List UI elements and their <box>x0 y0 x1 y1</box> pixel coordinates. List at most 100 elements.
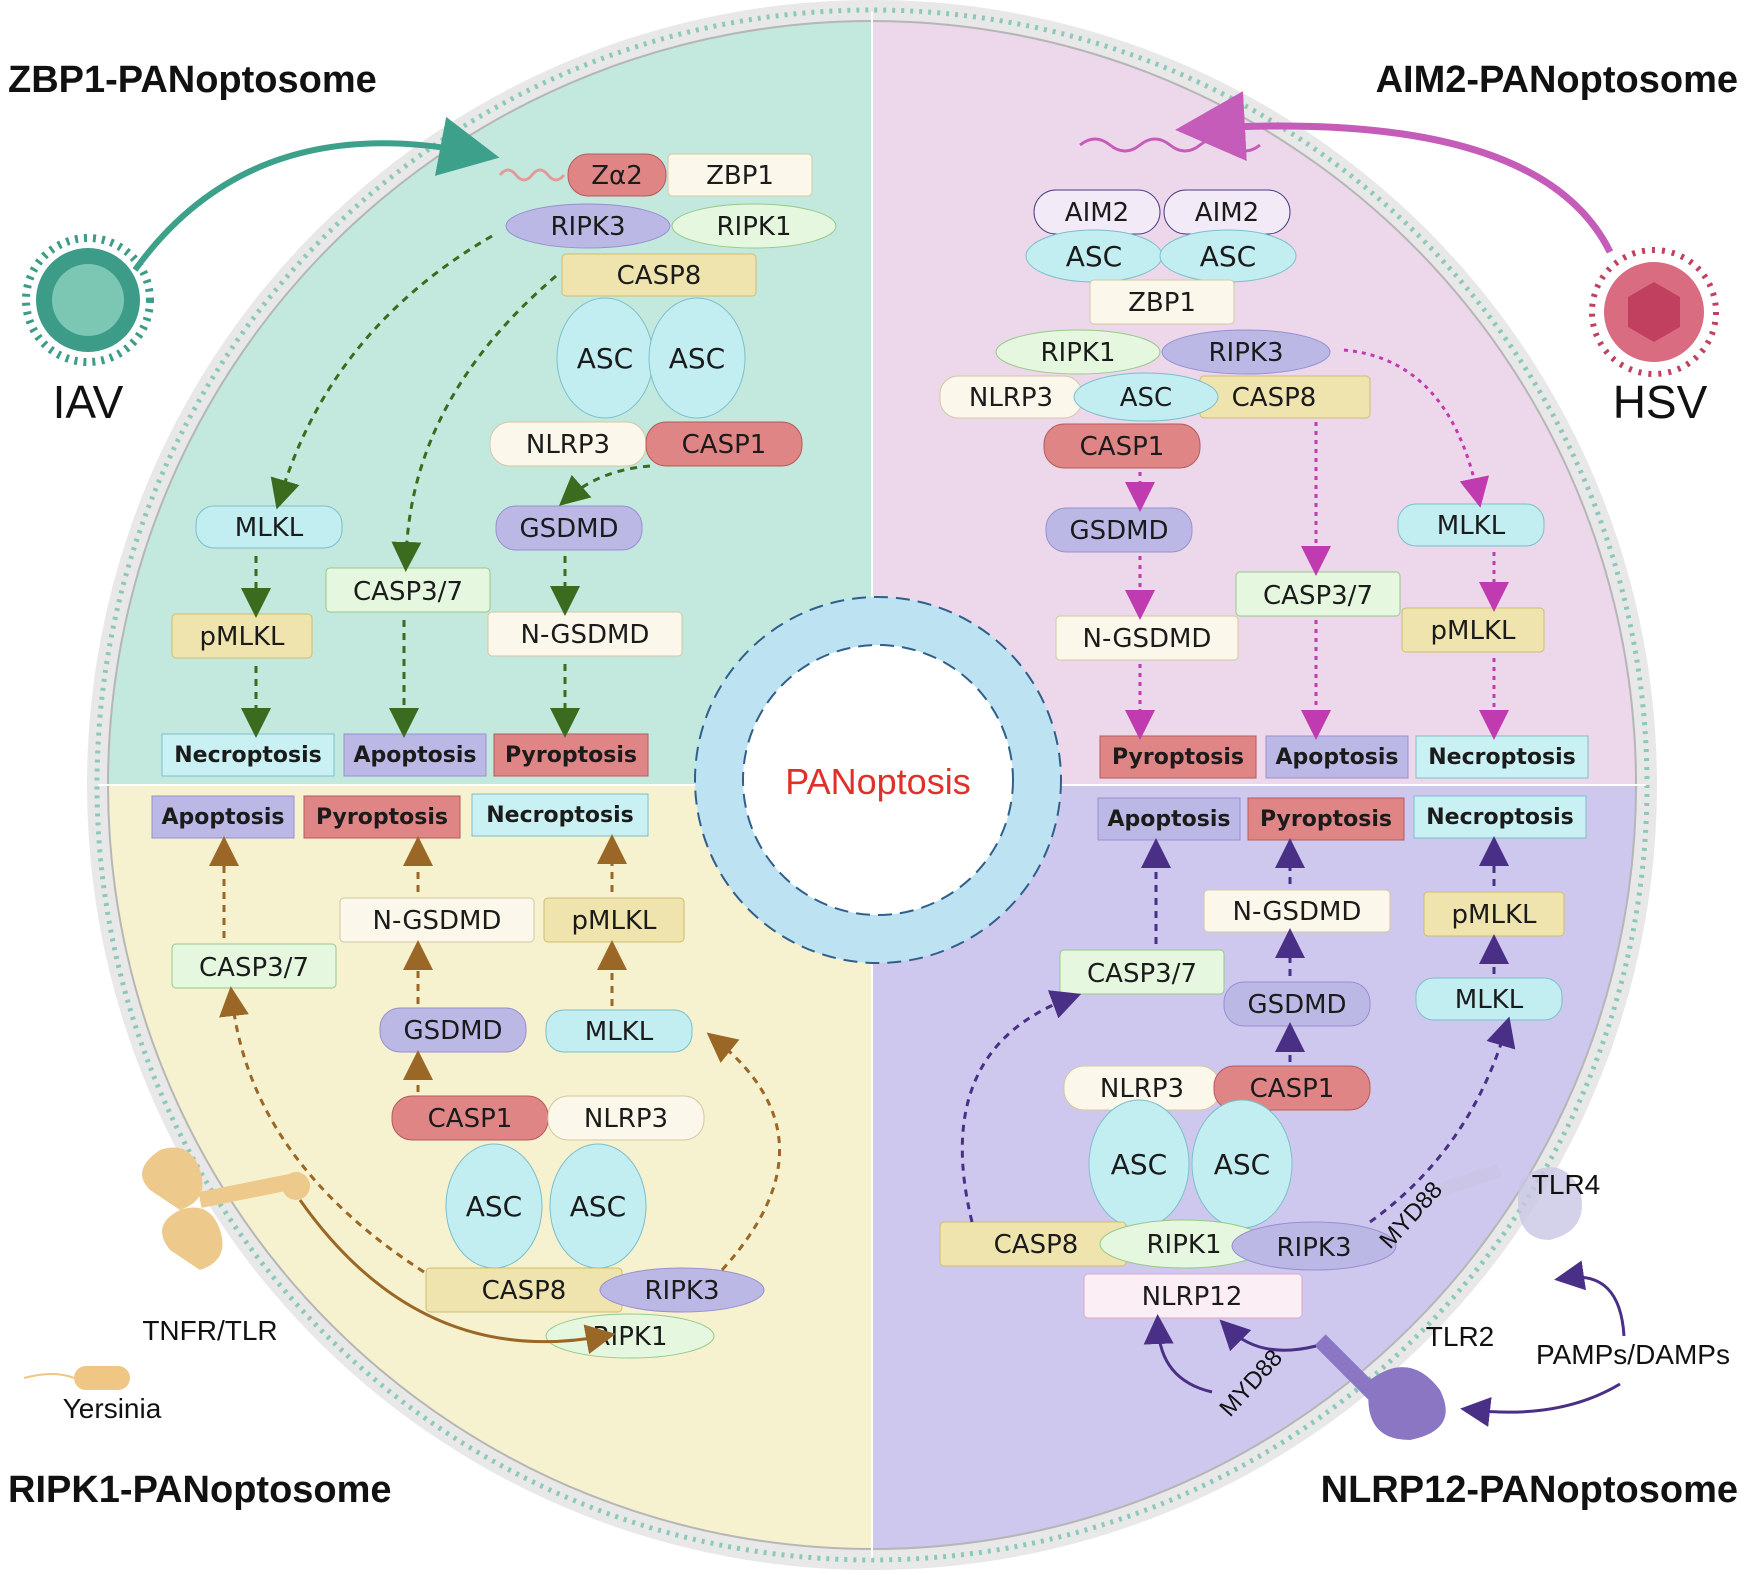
aim2-zbp1-node <box>1089 279 1235 325</box>
ripk1-paths: N-GSDMD pMLKL CASP3/7 GSDMD MLKL <box>171 897 693 1053</box>
ripk1-ngsdmd-node <box>339 897 535 943</box>
pamps-damps-label: PAMPs/DAMPs <box>1536 1339 1730 1370</box>
ripk1-asc-label-2: ASC <box>570 1190 626 1223</box>
za2-node <box>567 153 667 197</box>
aim2-ripk1-node <box>995 329 1161 375</box>
aim2-paths: GSDMD N-GSDMD CASP3/7 MLKL pMLKL Pyropto… <box>1045 503 1589 779</box>
ripk1-casp37-label: CASP3/7 <box>199 953 309 983</box>
zbp1-ngsdmd-node <box>487 611 683 657</box>
aim2-asc-label-1: ASC <box>1066 240 1122 273</box>
zbp1-node <box>667 153 813 197</box>
ripk1-pyroptosis-label: Pyroptosis <box>316 805 448 830</box>
zbp1-necroptosis-box <box>161 733 335 777</box>
aim2-necroptosis-label: Necroptosis <box>1428 745 1575 770</box>
nlrp12-ripk3-node <box>1231 1221 1397 1271</box>
aim2-gsdmd-node <box>1045 507 1193 553</box>
nlrp12-pyroptosis-box <box>1247 797 1405 841</box>
casp1-node <box>645 421 803 467</box>
iav-label: IAV <box>53 376 124 428</box>
aim2-apoptosis-box <box>1265 735 1409 779</box>
tlr4-label: TLR4 <box>1532 1169 1600 1200</box>
hsv-label: HSV <box>1613 376 1708 428</box>
asc-label-1: ASC <box>577 342 633 375</box>
iav-entry-arrow <box>132 116 500 272</box>
tlr2-receptor-icon <box>1314 1334 1446 1440</box>
ripk1-arrows <box>209 834 781 1274</box>
nlrp12-title: NLRP12-PANoptosome <box>1321 1469 1738 1511</box>
aim2-asc-label-2: ASC <box>1200 240 1256 273</box>
ripk1-necroptosis-box <box>471 793 649 837</box>
nlrp12-outcomes: Apoptosis Pyroptosis Necroptosis <box>1097 795 1587 841</box>
rna-icon <box>498 168 566 182</box>
nlrp12-ripk1-label: RIPK1 <box>1146 1230 1221 1260</box>
nlrp12-nlrp3-label: NLRP3 <box>1100 1074 1184 1104</box>
ripk1-mlkl-label: MLKL <box>585 1017 654 1047</box>
ripk1-apoptosis-label: Apoptosis <box>162 805 285 830</box>
zbp1-mlkl-label: MLKL <box>235 513 304 543</box>
aim2-pyroptosis-box <box>1099 735 1257 779</box>
nlrp12-arrows <box>960 836 1516 1224</box>
aim2-title: AIM2-PANoptosome <box>1376 59 1738 101</box>
center-label: PANoptosis <box>785 761 970 802</box>
nlrp12-casp37-node <box>1059 949 1225 995</box>
ripk1-nlrp3-label: NLRP3 <box>584 1104 668 1134</box>
nlrp3-label: NLRP3 <box>526 430 610 460</box>
nlrp12-asc-label-1: ASC <box>1111 1148 1167 1181</box>
tnfr-tlr-receptor-icon <box>142 1147 310 1270</box>
zbp1-apoptosis-label: Apoptosis <box>354 743 477 768</box>
ripk1-necroptosis-label: Necroptosis <box>486 803 633 828</box>
zbp1-complex: Zα2 ZBP1 RIPK3 RIPK1 CASP8 ASC ASC NLRP3… <box>489 153 837 467</box>
zbp1-title: ZBP1-PANoptosome <box>8 59 377 101</box>
aim2-casp1-node <box>1043 423 1201 469</box>
ripk1-pyroptosis-box <box>303 795 461 839</box>
nlrp12-casp37-label: CASP3/7 <box>1087 959 1197 989</box>
zbp1-paths: MLKL pMLKL CASP3/7 GSDMD N-GSDMD Necropt… <box>161 505 683 777</box>
nlrp12-apoptosis-box <box>1097 797 1241 841</box>
casp8-node <box>561 253 757 297</box>
ripk1-casp1-label: CASP1 <box>428 1104 513 1134</box>
ripk1-casp37-node <box>171 943 337 989</box>
aim2-pmlkl-label: pMLKL <box>1431 616 1516 646</box>
aim2-asc-label-3: ASC <box>1120 383 1172 413</box>
zbp1-arrows <box>241 234 651 738</box>
ripk1-gsdmd-label: GSDMD <box>403 1016 502 1046</box>
aim2-casp8-label: CASP8 <box>1232 383 1317 413</box>
aim2-arrows <box>1125 348 1509 740</box>
center-core <box>742 644 1014 916</box>
aim2-ripk1-label: RIPK1 <box>1040 338 1115 368</box>
nlrp12-casp8-label: CASP8 <box>994 1230 1079 1260</box>
nlrp12-paths: N-GSDMD pMLKL CASP3/7 GSDMD MLKL <box>1059 889 1565 1027</box>
nlrp12-ripk3-label: RIPK3 <box>1276 1233 1351 1263</box>
ripk1-ngsdmd-label: N-GSDMD <box>373 906 502 936</box>
nlrp12-casp1-node <box>1213 1065 1371 1111</box>
nlrp12-apoptosis-label: Apoptosis <box>1108 807 1231 832</box>
tlr2-label: TLR2 <box>1426 1321 1494 1352</box>
zbp1-pmlkl-label: pMLKL <box>200 622 285 652</box>
ripk1-title: RIPK1-PANoptosome <box>8 1469 392 1511</box>
tnfr-tlr-label: TNFR/TLR <box>142 1315 277 1346</box>
zbp1-gsdmd-node <box>495 505 643 551</box>
aim2-apoptosis-label: Apoptosis <box>1276 745 1399 770</box>
ripk1-casp8-label: CASP8 <box>482 1276 567 1306</box>
nlrp12-mlkl-label: MLKL <box>1455 985 1524 1015</box>
aim2-label-1: AIM2 <box>1065 198 1129 228</box>
zbp1-ngsdmd-label: N-GSDMD <box>521 620 650 650</box>
zbp1-gsdmd-label: GSDMD <box>519 514 618 544</box>
aim2-casp1-label: CASP1 <box>1080 432 1165 462</box>
nlrp12-pmlkl-label: pMLKL <box>1452 900 1537 930</box>
dna-icon <box>1079 137 1261 153</box>
tlr4-receptor-icon <box>1437 1163 1582 1240</box>
zbp1-apoptosis-box <box>343 733 487 777</box>
ripk1-label: RIPK1 <box>716 212 791 242</box>
nlrp12-gsdmd-label: GSDMD <box>1247 990 1346 1020</box>
ripk3-node <box>505 203 671 249</box>
iav-virus-icon <box>22 234 154 366</box>
asc-node-2 <box>648 297 746 419</box>
ripk1-apoptosis-box <box>151 795 295 839</box>
aim2-label-2: AIM2 <box>1195 198 1259 228</box>
ripk1-nlrp3-node <box>547 1095 705 1141</box>
nlrp12-nlrp12-label: NLRP12 <box>1142 1282 1243 1312</box>
receptor-signal-arrow <box>298 1199 616 1355</box>
nlrp12-necroptosis-box <box>1413 795 1587 839</box>
